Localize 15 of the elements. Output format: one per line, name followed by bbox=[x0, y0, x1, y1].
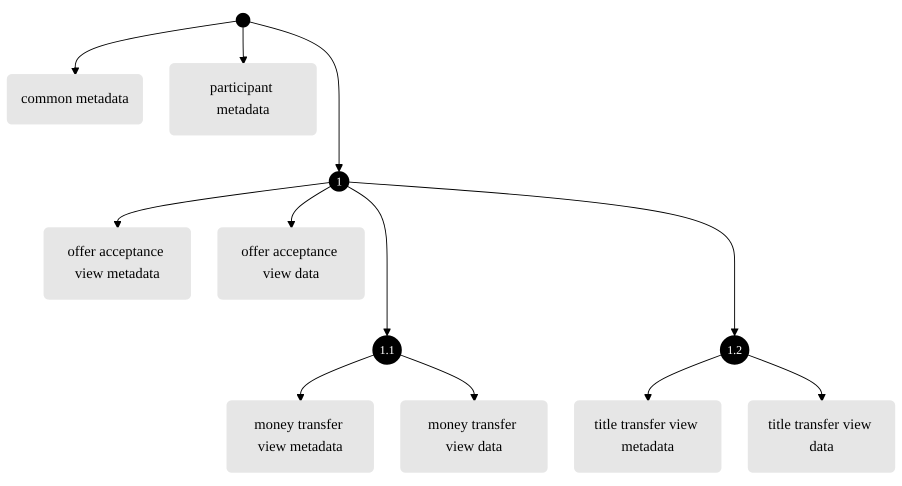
node-circle bbox=[236, 13, 250, 28]
arrow bbox=[71, 20, 237, 76]
arrow bbox=[644, 354, 722, 402]
arrow bbox=[347, 186, 392, 336]
node-circle: 1 bbox=[328, 171, 350, 192]
arrow bbox=[748, 354, 826, 402]
arrow bbox=[249, 22, 344, 172]
node-circle: 1.1 bbox=[372, 335, 402, 365]
node-circle: 1.2 bbox=[720, 335, 750, 365]
arrow bbox=[287, 186, 332, 229]
arrow bbox=[348, 182, 739, 336]
arrow bbox=[239, 26, 248, 65]
arrow bbox=[296, 354, 374, 402]
arrow bbox=[400, 354, 478, 402]
arrow bbox=[114, 182, 330, 229]
